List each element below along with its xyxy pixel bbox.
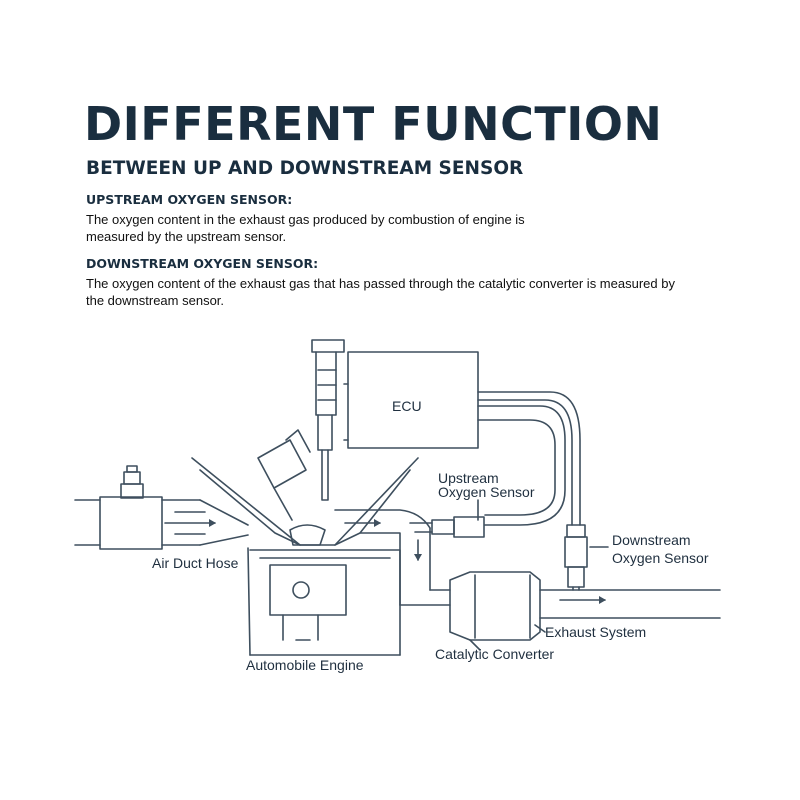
catalytic-label: Catalytic Converter xyxy=(435,646,554,662)
upstream-label-line2: Oxygen Sensor xyxy=(438,484,535,500)
upstream-label-line1: Upstream xyxy=(438,470,499,486)
exhaust-system xyxy=(539,589,721,619)
downstream-sensor-wire xyxy=(477,391,581,526)
air-flow-meter xyxy=(120,465,144,499)
upstream-sensor-wire xyxy=(477,405,566,526)
page-title: DIFFERENT FUNCTION xyxy=(84,97,663,151)
exhaust-label: Exhaust System xyxy=(545,624,646,640)
upstream-description: The oxygen content in the exhaust gas pr… xyxy=(86,212,525,244)
automobile-engine xyxy=(191,457,419,656)
leader-lines xyxy=(469,499,609,651)
downstream-label-line2: Oxygen Sensor xyxy=(612,550,709,566)
air-duct-label: Air Duct Hose xyxy=(152,555,239,571)
air-duct-hose xyxy=(74,496,249,550)
fuel-injector xyxy=(257,429,311,521)
downstream-oxygen-sensor xyxy=(564,524,588,591)
downstream-description: The oxygen content of the exhaust gas th… xyxy=(86,276,675,308)
downstream-label-line1: Downstream xyxy=(612,532,691,548)
engine-label: Automobile Engine xyxy=(246,657,364,673)
exhaust-arrow xyxy=(344,519,606,604)
exhaust-manifold xyxy=(334,509,451,606)
spark-plug xyxy=(311,339,345,501)
upstream-oxygen-sensor xyxy=(409,516,485,538)
catalytic-converter xyxy=(449,571,541,641)
downstream-heading: DOWNSTREAM OXYGEN SENSOR: xyxy=(86,256,319,271)
upstream-heading: UPSTREAM OXYGEN SENSOR: xyxy=(86,192,293,207)
page-subtitle: BETWEEN UP AND DOWNSTREAM SENSOR xyxy=(86,158,524,179)
ecu-label: ECU xyxy=(392,398,422,414)
